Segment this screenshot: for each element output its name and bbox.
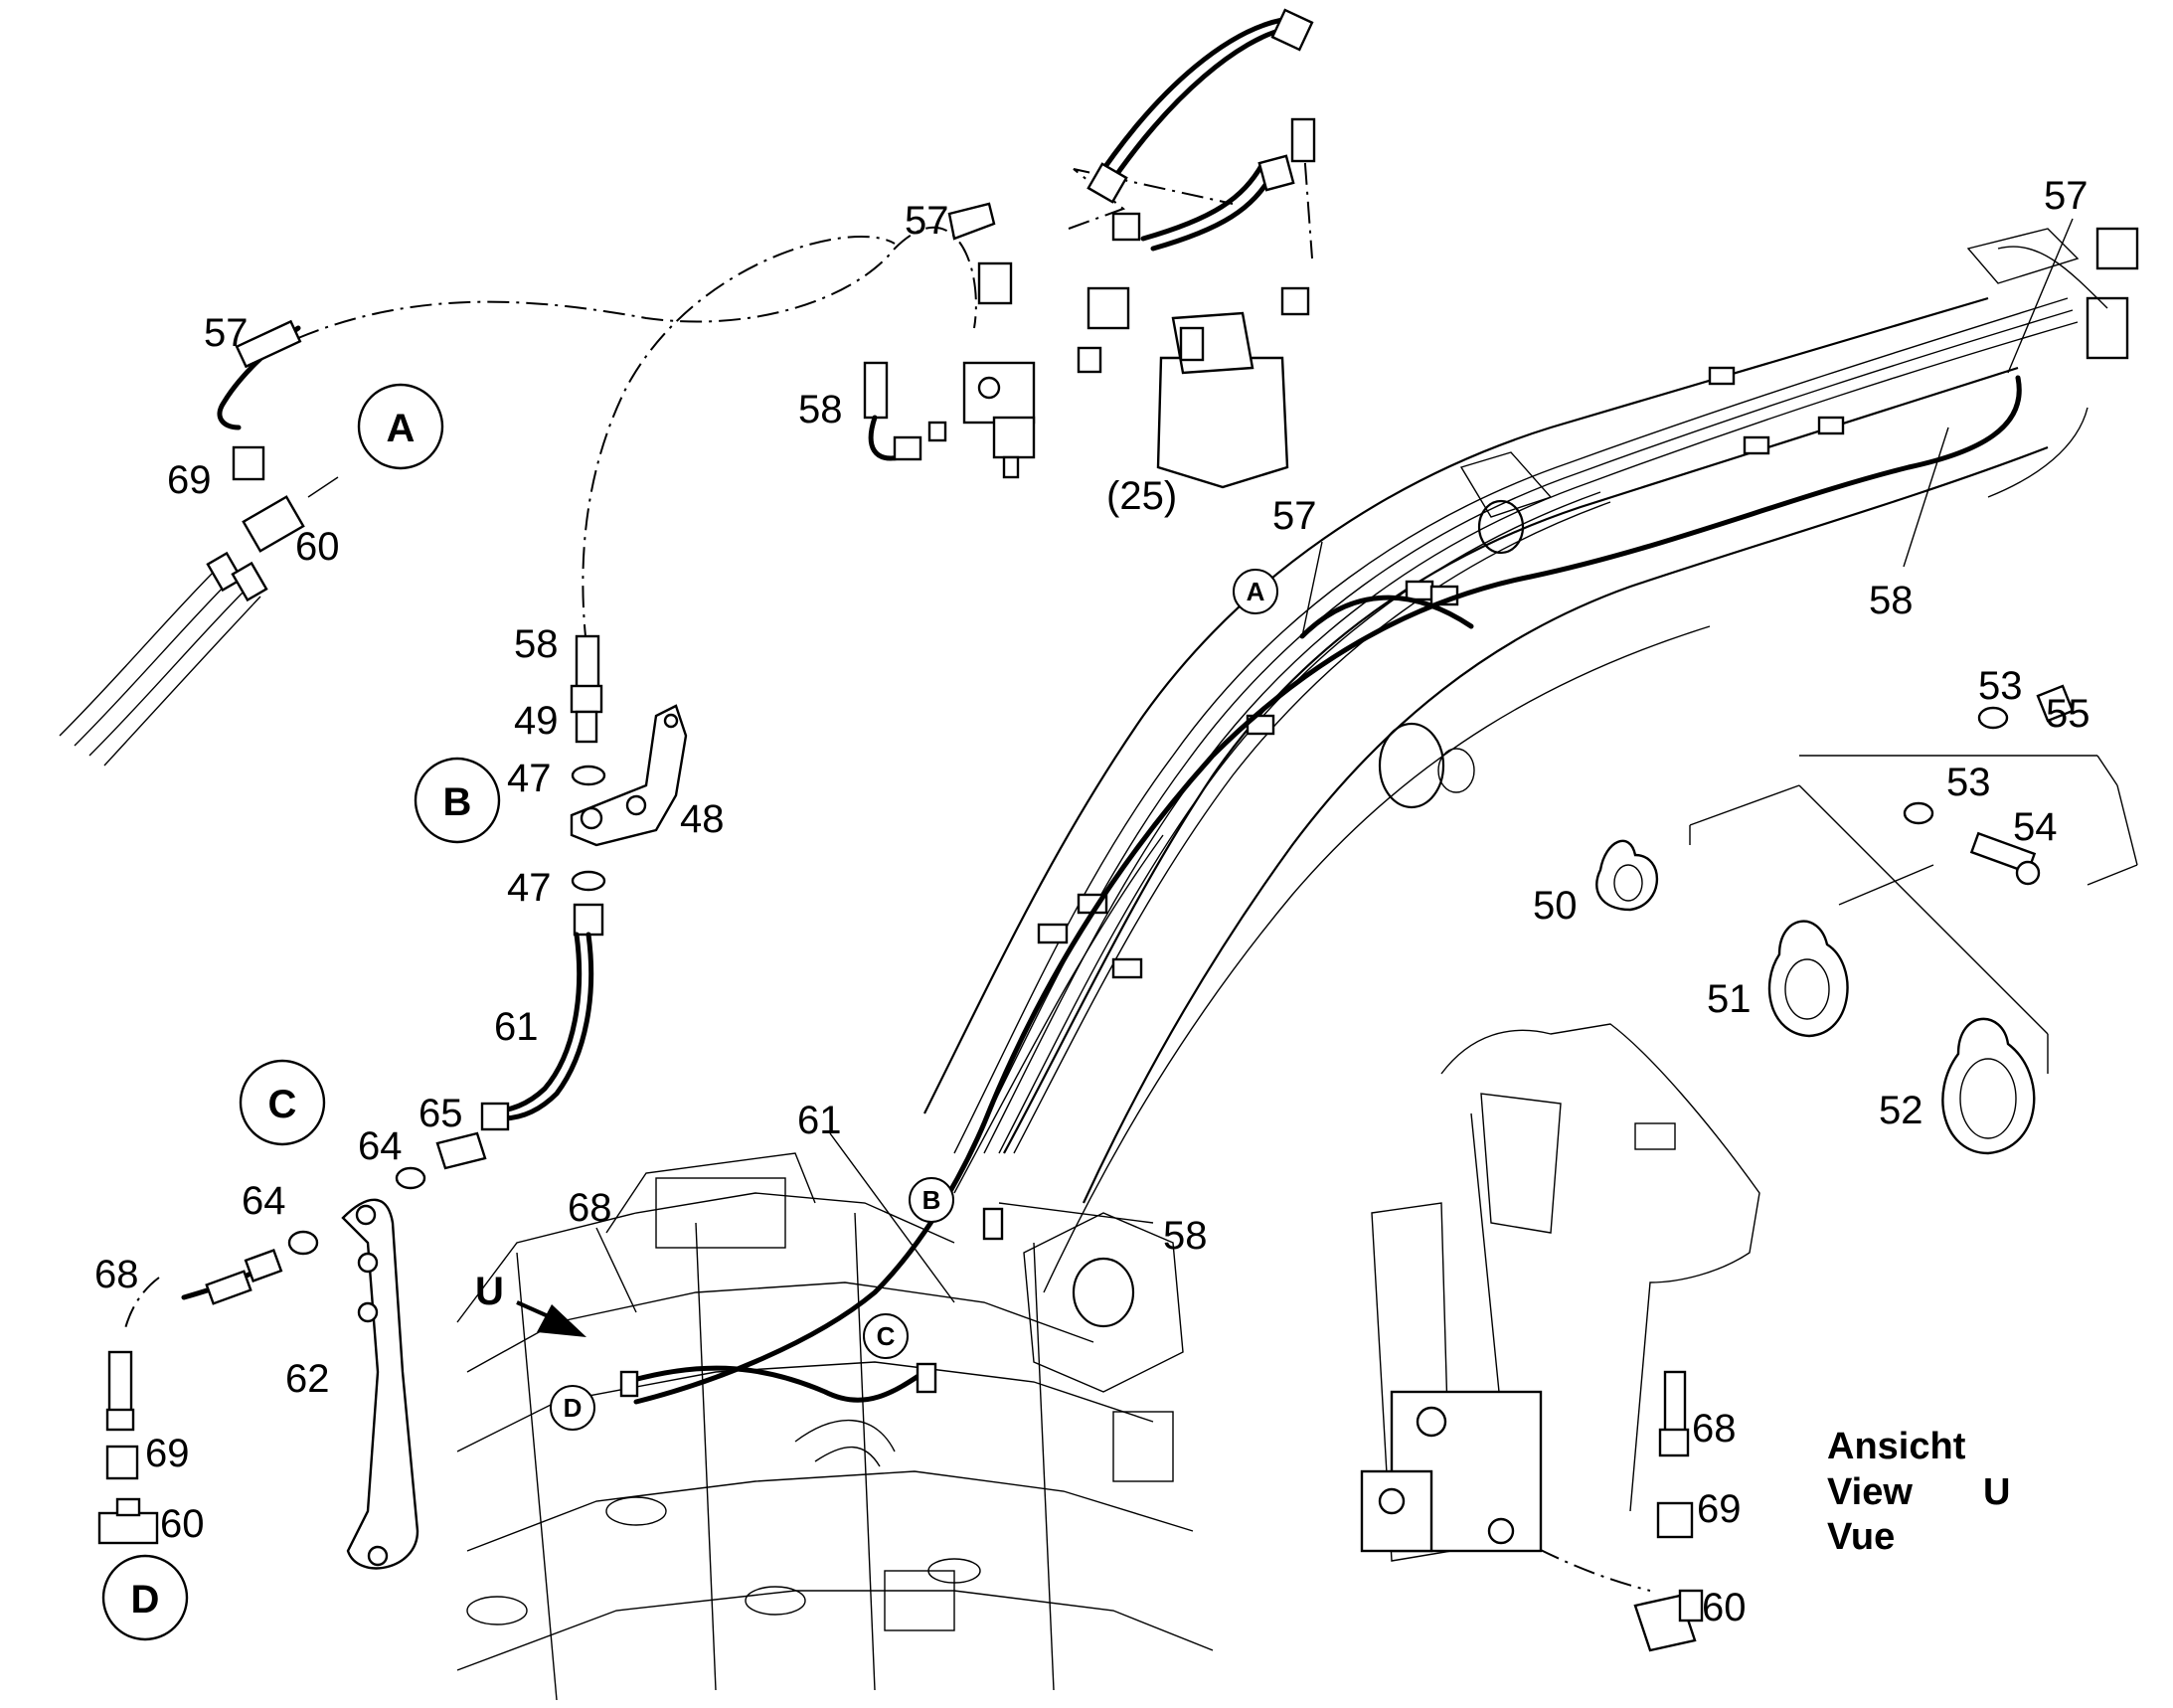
callout-a-letter: A (387, 407, 416, 450)
callout-d: D (101, 1554, 189, 1641)
part-69-d: 69 (145, 1432, 190, 1475)
callout-b-letter: B (443, 780, 472, 824)
callout-c-small: C (863, 1313, 909, 1359)
part-69-a: 69 (167, 458, 212, 502)
part-57-left: 57 (204, 311, 249, 355)
fitting-c-small (916, 1362, 937, 1394)
fitting-d-small (619, 1370, 639, 1398)
callout-c-small-letter: C (877, 1321, 896, 1351)
detail-a-fittings (59, 319, 339, 767)
callout-b-small-letter: B (922, 1185, 941, 1215)
callout-a-small: A (1233, 569, 1278, 614)
part-68-c: 68 (1692, 1407, 1737, 1451)
part-49: 49 (514, 699, 559, 743)
view-caption-line3: Vue (1827, 1516, 1895, 1558)
callout-c-letter: C (268, 1083, 297, 1126)
route-line-58 (582, 236, 896, 647)
part-61-a: 61 (494, 1005, 539, 1049)
view-caption-letter: U (1983, 1471, 2010, 1513)
callout-b: B (414, 757, 501, 844)
part-61-b: 61 (797, 1099, 842, 1142)
part-47-a: 47 (507, 757, 552, 800)
part-53-a: 53 (1978, 664, 2023, 708)
part-25: (25) (1106, 474, 1177, 518)
part-62: 62 (285, 1357, 330, 1401)
part-68-a: 68 (94, 1253, 139, 1296)
part-60-d: 60 (160, 1502, 205, 1546)
callout-a-small-letter: A (1247, 577, 1265, 606)
hose-68-base (623, 1365, 927, 1403)
view-u-frame (1360, 1023, 1760, 1652)
part-48: 48 (680, 797, 725, 841)
part-58-base: 58 (1163, 1214, 1208, 1258)
part-64-a: 64 (358, 1124, 403, 1168)
part-58-mid: 58 (514, 622, 559, 666)
route-line-view (1470, 1510, 1651, 1592)
part-numbers: 57 58 (25) 57 69 60 58 49 47 48 47 61 65… (94, 174, 2090, 1629)
detail-b-bracket (494, 634, 688, 1121)
part-47-b: 47 (507, 866, 552, 910)
part-58-right: 58 (1869, 579, 1914, 622)
part-53-b: 53 (1946, 761, 1991, 804)
leader-lines (595, 218, 2074, 1313)
view-caption-line2: View (1827, 1471, 1913, 1513)
view-caption-line1: Ansicht (1827, 1426, 1966, 1467)
part-60-v: 60 (1702, 1586, 1747, 1629)
part-55: 55 (2046, 692, 2090, 736)
route-line-d (123, 1277, 160, 1333)
part-60-a: 60 (295, 525, 340, 569)
fitting-b-small (982, 1207, 1004, 1241)
valve-assembly-top (863, 8, 1316, 489)
view-caption: Ansicht View U Vue (1827, 1426, 2010, 1558)
part-69-v: 69 (1697, 1487, 1742, 1531)
part-57-right: 57 (2044, 174, 2089, 218)
part-50: 50 (1533, 884, 1578, 928)
part-51: 51 (1707, 977, 1752, 1021)
part-54: 54 (2013, 805, 2058, 849)
detail-d-fittings (97, 1350, 159, 1545)
callout-a: A (357, 383, 444, 470)
part-57-top: 57 (905, 199, 949, 243)
view-arrow-letter: U (475, 1270, 504, 1313)
callout-b-small: B (909, 1177, 954, 1223)
part-58-top: 58 (798, 388, 843, 431)
view-u-arrow (516, 1300, 586, 1337)
callout-d-letter: D (131, 1578, 160, 1622)
callout-c: C (239, 1059, 326, 1146)
part-64-b: 64 (242, 1179, 286, 1223)
hose-61-main (633, 375, 2022, 1405)
callout-d-small: D (550, 1385, 595, 1431)
part-52: 52 (1879, 1089, 1923, 1132)
part-65: 65 (418, 1092, 463, 1135)
detail-c-bracket (181, 1102, 510, 1570)
clamp-parts-group (1595, 684, 2138, 1155)
part-68-b: 68 (568, 1186, 612, 1230)
hose-57-boom (1299, 595, 1474, 639)
part-57-boom: 57 (1272, 494, 1317, 538)
route-line-a (297, 226, 977, 339)
callout-d-small-letter: D (564, 1393, 583, 1423)
excavator-boom-drawing (456, 227, 2139, 1701)
